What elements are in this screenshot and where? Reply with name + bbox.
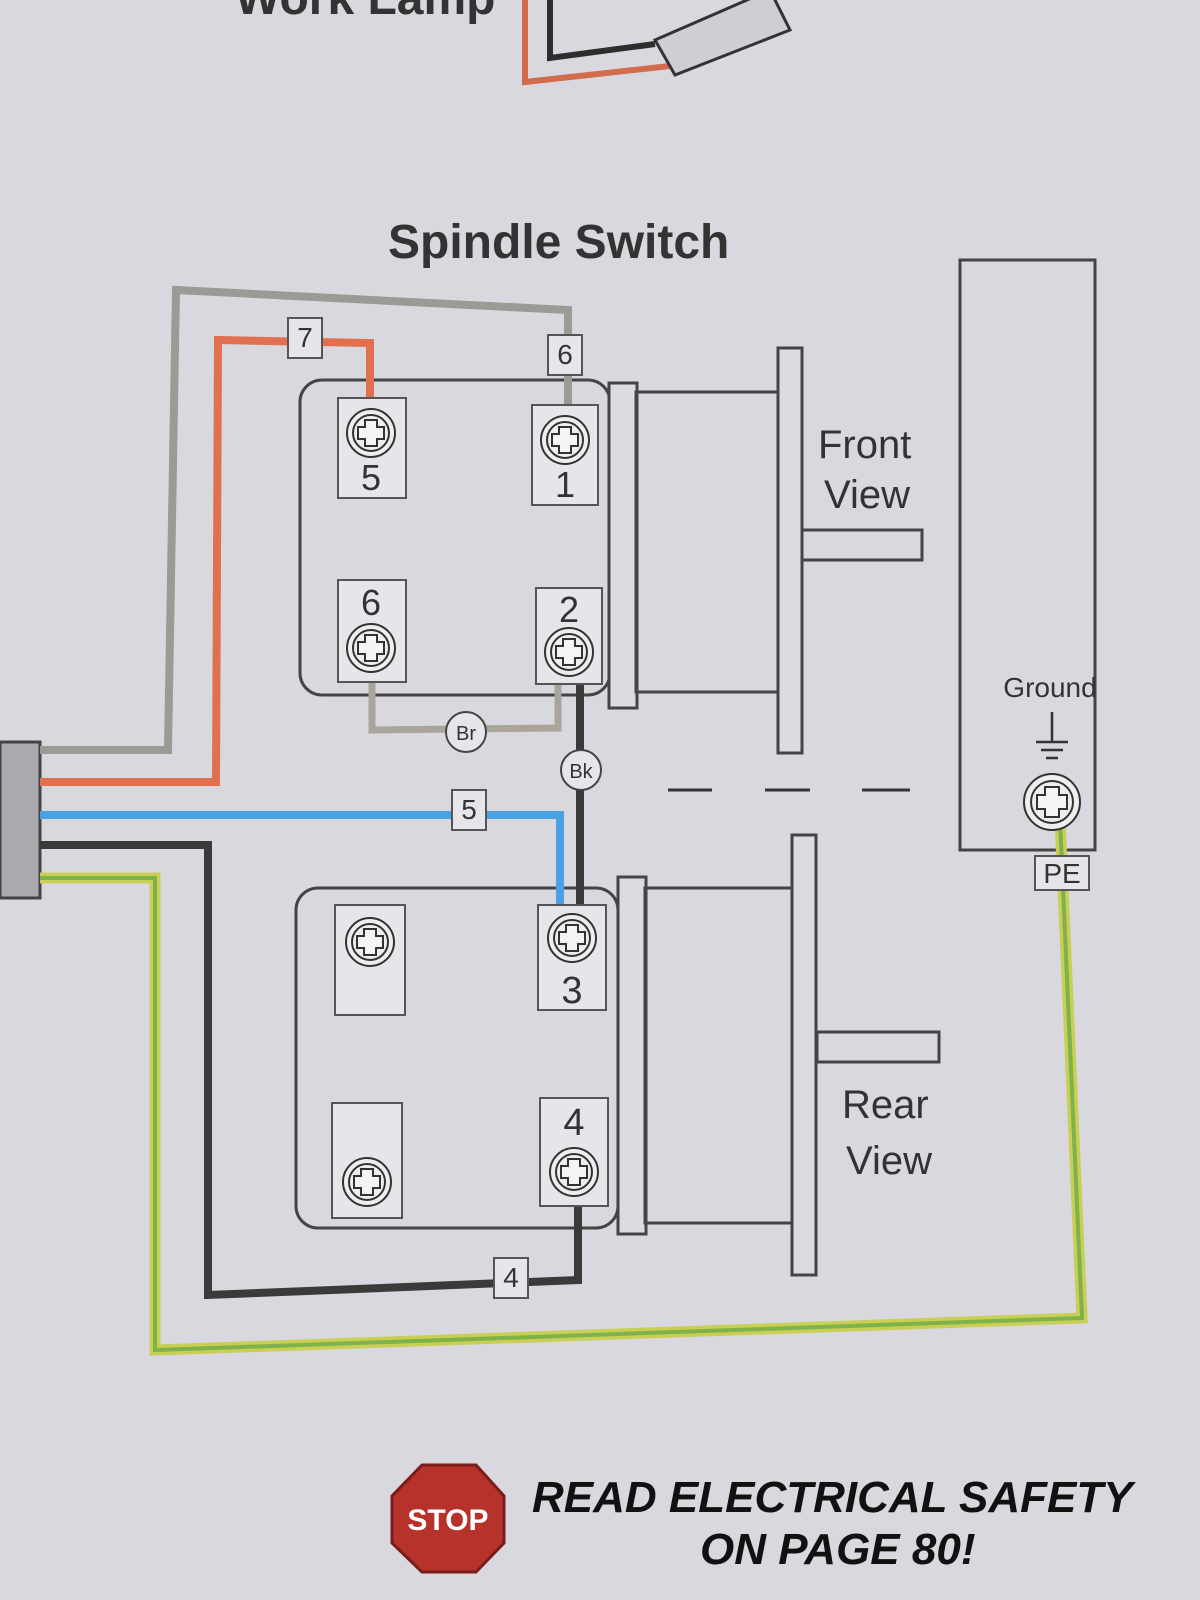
ground-terminal-screw-icon bbox=[1023, 773, 1081, 831]
rear-switch-shaft bbox=[815, 1030, 941, 1064]
svg-text:5: 5 bbox=[461, 794, 477, 825]
terminal-3: 3 bbox=[537, 904, 607, 1012]
svg-text:Br: Br bbox=[456, 723, 476, 745]
safety-warning-line1: READ ELECTRICAL SAFETY bbox=[532, 1473, 1136, 1522]
svg-text:7: 7 bbox=[297, 322, 313, 353]
rear-switch-flange bbox=[616, 875, 648, 1236]
rear-terminal-top-left bbox=[334, 904, 406, 1016]
front-switch bbox=[298, 346, 924, 755]
jumper-tag-brown: Br bbox=[445, 711, 487, 753]
terminal-5: 5 bbox=[337, 397, 407, 499]
front-switch-shaft bbox=[800, 528, 924, 562]
work-lamp-partial-graphic bbox=[522, 0, 793, 86]
wire-tag-5: 5 bbox=[451, 789, 487, 831]
jumper-tag-black: Bk bbox=[560, 749, 602, 791]
svg-text:PE: PE bbox=[1043, 858, 1080, 889]
wire-tag-pe: PE bbox=[1034, 855, 1090, 891]
rear-switch-plate bbox=[790, 833, 818, 1277]
svg-text:4: 4 bbox=[503, 1262, 519, 1293]
blue-wire bbox=[40, 811, 564, 915]
stop-sign-label: STOP bbox=[407, 1504, 488, 1537]
terminal-3-label: 3 bbox=[561, 970, 582, 1012]
red-wire bbox=[40, 335, 374, 786]
wire-tag-7: 7 bbox=[287, 317, 323, 359]
ground-panel bbox=[958, 258, 1097, 852]
terminal-6: 6 bbox=[337, 579, 407, 683]
rear-view-label-line2: View bbox=[846, 1139, 932, 1183]
page-title: Spindle Switch bbox=[388, 216, 729, 269]
terminal-4-label: 4 bbox=[563, 1102, 584, 1144]
rear-view-label-line1: Rear bbox=[842, 1083, 929, 1127]
svg-text:Bk: Bk bbox=[569, 761, 593, 783]
rear-switch-housing bbox=[643, 886, 797, 1225]
green-yellow-wire-stripe bbox=[40, 819, 1085, 1353]
black-wire bbox=[40, 841, 582, 1300]
front-switch-plate bbox=[776, 346, 804, 755]
cable-connector bbox=[0, 740, 42, 900]
ground-symbol-icon bbox=[1036, 712, 1068, 760]
svg-text:6: 6 bbox=[557, 339, 573, 370]
rear-switch bbox=[294, 833, 941, 1277]
terminal-2-label: 2 bbox=[559, 589, 579, 630]
header-partial-title: Work Lamp bbox=[235, 0, 495, 25]
ground-label: Ground bbox=[1003, 672, 1096, 703]
terminal-1: 1 bbox=[531, 404, 599, 506]
front-switch-housing bbox=[634, 390, 786, 694]
terminal-5-label: 5 bbox=[361, 457, 381, 498]
terminal-1-label: 1 bbox=[555, 464, 575, 505]
terminal-4: 4 bbox=[539, 1097, 609, 1207]
rear-terminal-bottom-left bbox=[331, 1102, 403, 1219]
front-view-label-line1: Front bbox=[818, 423, 911, 467]
front-switch-flange bbox=[607, 381, 639, 710]
terminal-2: 2 bbox=[535, 587, 603, 685]
wire-tag-6: 6 bbox=[547, 334, 583, 376]
wire-tag-4: 4 bbox=[493, 1257, 529, 1299]
stop-sign-icon: STOP bbox=[390, 1463, 506, 1574]
safety-warning-line2: ON PAGE 80! bbox=[700, 1525, 975, 1574]
front-view-label-line2: View bbox=[824, 473, 910, 517]
terminal-6-label: 6 bbox=[361, 582, 381, 623]
